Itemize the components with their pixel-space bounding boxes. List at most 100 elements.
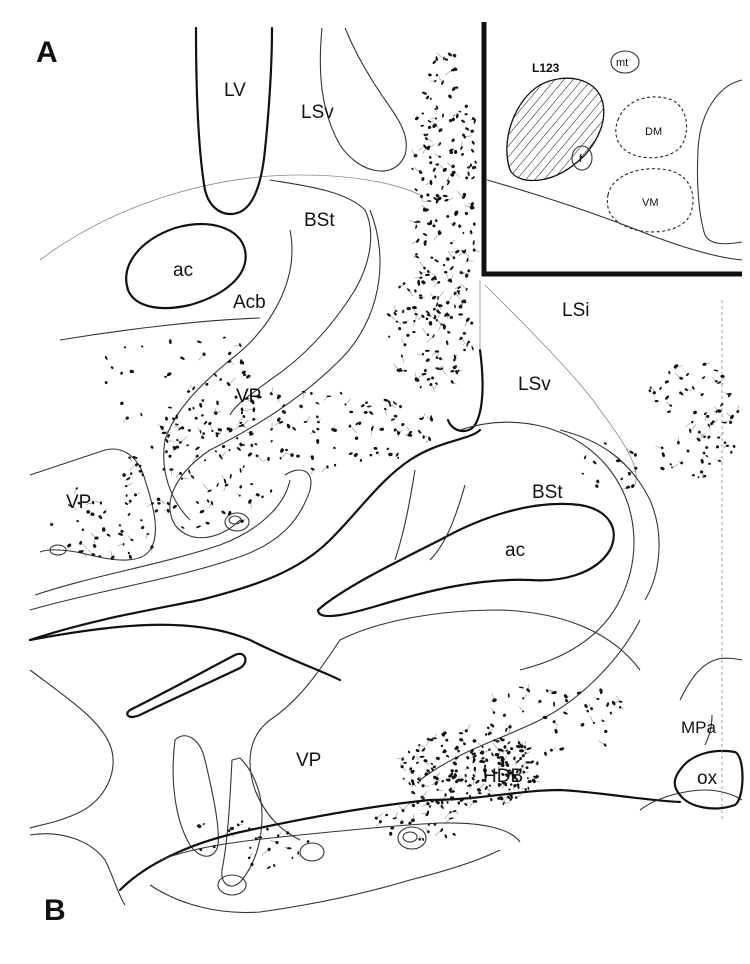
labeled-neuron xyxy=(205,521,210,525)
labeled-neuron xyxy=(316,420,320,424)
labeled-neuron xyxy=(463,135,466,139)
labeled-neuron xyxy=(501,738,505,742)
labeled-neuron xyxy=(449,315,453,319)
labeled-neuron xyxy=(228,449,231,452)
labeled-neuron xyxy=(129,369,134,374)
labeled-neuron xyxy=(437,230,441,235)
labeled-neuron xyxy=(127,513,131,516)
fiber-process xyxy=(418,146,426,151)
labeled-neuron xyxy=(402,282,406,285)
labeled-neuron xyxy=(527,780,530,784)
labeled-neuron xyxy=(448,119,453,123)
labeled-neuron xyxy=(502,713,507,717)
labeled-neuron xyxy=(507,741,511,745)
labeled-neuron xyxy=(671,466,673,469)
labeled-neuron xyxy=(505,762,510,768)
inset-label-mt: mt xyxy=(616,57,628,69)
labeled-neuron xyxy=(524,788,527,793)
labeled-neuron xyxy=(316,439,320,443)
labeled-neuron xyxy=(432,765,436,769)
labeled-neuron xyxy=(197,340,202,344)
labeled-neuron xyxy=(730,450,733,454)
labeled-neuron xyxy=(199,509,205,514)
labeled-neuron xyxy=(459,738,464,742)
labeled-neuron xyxy=(449,811,452,814)
labeled-neuron xyxy=(462,231,465,234)
labeled-neuron xyxy=(333,446,336,449)
labeled-neuron xyxy=(492,711,496,714)
labeled-neuron xyxy=(249,846,252,849)
labeled-neuron xyxy=(157,501,161,505)
labeled-neuron xyxy=(487,732,491,736)
labeled-neuron xyxy=(450,769,454,773)
labeled-neuron xyxy=(195,454,199,458)
labeled-neuron xyxy=(78,550,83,553)
labeled-neuron xyxy=(386,313,391,317)
labeled-neuron xyxy=(118,532,124,536)
labeled-neuron xyxy=(476,788,481,792)
labeled-neuron xyxy=(172,446,176,451)
labeled-neuron xyxy=(205,382,209,386)
labeled-neuron xyxy=(421,280,426,285)
labeled-neuron xyxy=(411,818,415,823)
fiber-process xyxy=(685,421,693,428)
fornix-outline xyxy=(571,145,593,171)
label-a-bst: BSt xyxy=(304,210,335,231)
labeled-neuron xyxy=(248,499,252,504)
labeled-neuron xyxy=(454,211,458,216)
labeled-neuron xyxy=(452,832,456,836)
labels: A B LV LSv BSt ac Acb VP VP LSi LSv BSt … xyxy=(36,36,718,927)
labeled-neuron xyxy=(434,108,437,110)
labeled-neuron xyxy=(418,170,423,174)
labeled-neuron xyxy=(438,357,442,361)
labeled-neuron xyxy=(393,312,397,316)
labeled-neuron xyxy=(730,414,734,420)
labeled-neuron xyxy=(127,551,130,555)
labeled-neuron xyxy=(425,358,430,362)
labeled-neuron xyxy=(496,756,500,759)
labeled-neuron xyxy=(526,747,532,750)
label-b-lsi: LSi xyxy=(562,300,589,321)
labeled-neuron xyxy=(718,459,722,463)
labeled-neuron xyxy=(101,527,106,532)
labeled-neuron xyxy=(450,772,454,775)
labeled-neuron xyxy=(438,155,442,158)
labeled-neuron xyxy=(451,170,456,175)
labeled-neuron xyxy=(433,316,437,320)
labeled-neuron xyxy=(267,866,271,869)
labeled-neuron xyxy=(450,266,454,271)
labeled-neuron xyxy=(389,402,392,407)
labeled-neuron xyxy=(474,160,477,164)
labeled-neuron xyxy=(618,706,622,709)
labeled-neuron xyxy=(333,463,337,467)
labeled-neuron xyxy=(270,428,274,431)
labeled-neuron xyxy=(281,410,287,414)
labeled-neuron xyxy=(412,330,416,334)
labeled-neuron xyxy=(457,286,461,289)
labeled-neuron xyxy=(707,435,711,439)
labeled-neuron xyxy=(472,222,476,226)
labeled-neuron xyxy=(446,301,450,305)
labeled-neuron xyxy=(277,417,281,422)
labeled-neuron xyxy=(195,446,200,451)
labeled-neuron xyxy=(705,454,709,458)
labeled-neuron xyxy=(435,367,440,370)
labeled-neuron xyxy=(443,731,447,735)
labeled-neuron xyxy=(418,294,423,297)
labeled-neuron xyxy=(222,444,226,449)
labeled-neuron xyxy=(125,477,131,481)
labeled-neuron xyxy=(596,479,600,484)
labeled-neuron xyxy=(464,773,467,778)
labeled-neuron xyxy=(483,760,486,763)
fiber-process xyxy=(280,452,287,459)
labeled-neuron xyxy=(603,743,607,747)
labeled-neuron xyxy=(522,697,525,700)
labeled-neuron xyxy=(240,820,244,823)
labeled-neuron xyxy=(416,220,421,223)
labeled-neuron xyxy=(606,702,610,707)
labeled-neuron xyxy=(702,451,706,455)
fiber-process xyxy=(220,450,227,458)
labeled-neuron xyxy=(465,317,470,323)
labeled-neuron xyxy=(611,700,616,706)
label-b-bst: BSt xyxy=(532,482,563,503)
